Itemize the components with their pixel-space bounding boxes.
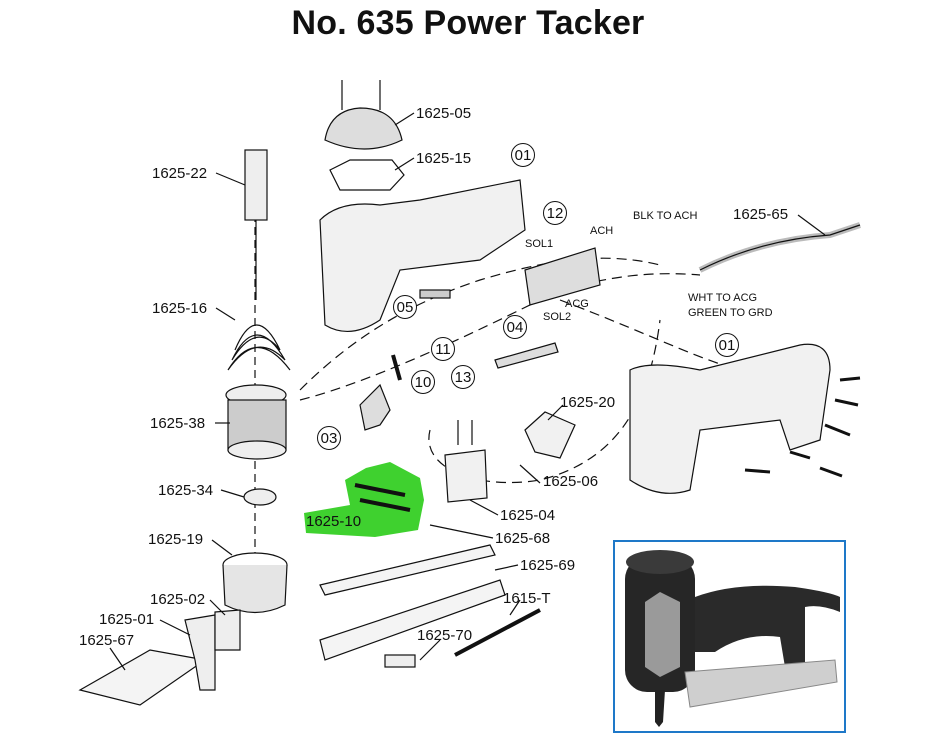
wiring-sol2: SOL2: [543, 311, 572, 323]
label-1625-19: 1625-19: [148, 531, 204, 548]
label-1625-16: 1625-16: [152, 300, 208, 317]
wiring-ach: ACH: [590, 225, 614, 237]
wiring-acg: ACG: [565, 298, 589, 310]
label-1625-04: 1625-04: [500, 507, 556, 524]
label-1625-67: 1625-67: [79, 632, 135, 649]
gasket: [329, 159, 405, 191]
label-1625-02: 1625-02: [150, 591, 206, 608]
label-1625-70: 1625-70: [417, 627, 473, 644]
callout-13: 13: [451, 365, 475, 389]
circuit-board: [524, 247, 601, 306]
callout-01: 01: [511, 143, 535, 167]
page-title: No. 635 Power Tacker: [291, 4, 645, 42]
label-1625-38: 1625-38: [150, 415, 206, 432]
tacker-photo-illustration: [625, 550, 840, 727]
product-photo: [613, 540, 846, 733]
label-1625-05: 1625-05: [416, 105, 472, 122]
callout-01-right: 01: [715, 333, 739, 357]
label-1625-06: 1625-06: [543, 473, 599, 490]
callout-12: 12: [543, 201, 567, 225]
label-1625-34: 1625-34: [158, 482, 214, 499]
callout-11: 11: [431, 337, 455, 361]
housing-right: [629, 343, 831, 494]
callout-05: 05: [393, 295, 417, 319]
label-1615-T: 1615-T: [503, 590, 551, 607]
housing-left: [319, 179, 526, 332]
wiring-blk-to-ach: BLK TO ACH: [633, 210, 698, 222]
label-1625-20: 1625-20: [560, 394, 616, 411]
wiring-green-to-grd: GREEN TO GRD: [688, 307, 773, 319]
label-1625-69: 1625-69: [520, 557, 576, 574]
wiring-wht-to-acg: WHT TO ACG: [688, 292, 758, 304]
label-1625-10: 1625-10: [306, 513, 362, 530]
wiring-sol1: SOL1: [525, 238, 554, 250]
top-cap: [324, 107, 403, 150]
label-1625-22: 1625-22: [152, 165, 208, 182]
callout-10: 10: [411, 370, 435, 394]
label-1625-15: 1625-15: [416, 150, 472, 167]
label-1625-68: 1625-68: [495, 530, 551, 547]
label-1625-01: 1625-01: [99, 611, 155, 628]
label-1625-65: 1625-65: [733, 206, 789, 223]
wire-path: [299, 257, 661, 391]
callout-04: 04: [503, 315, 527, 339]
callout-03: 03: [317, 426, 341, 450]
